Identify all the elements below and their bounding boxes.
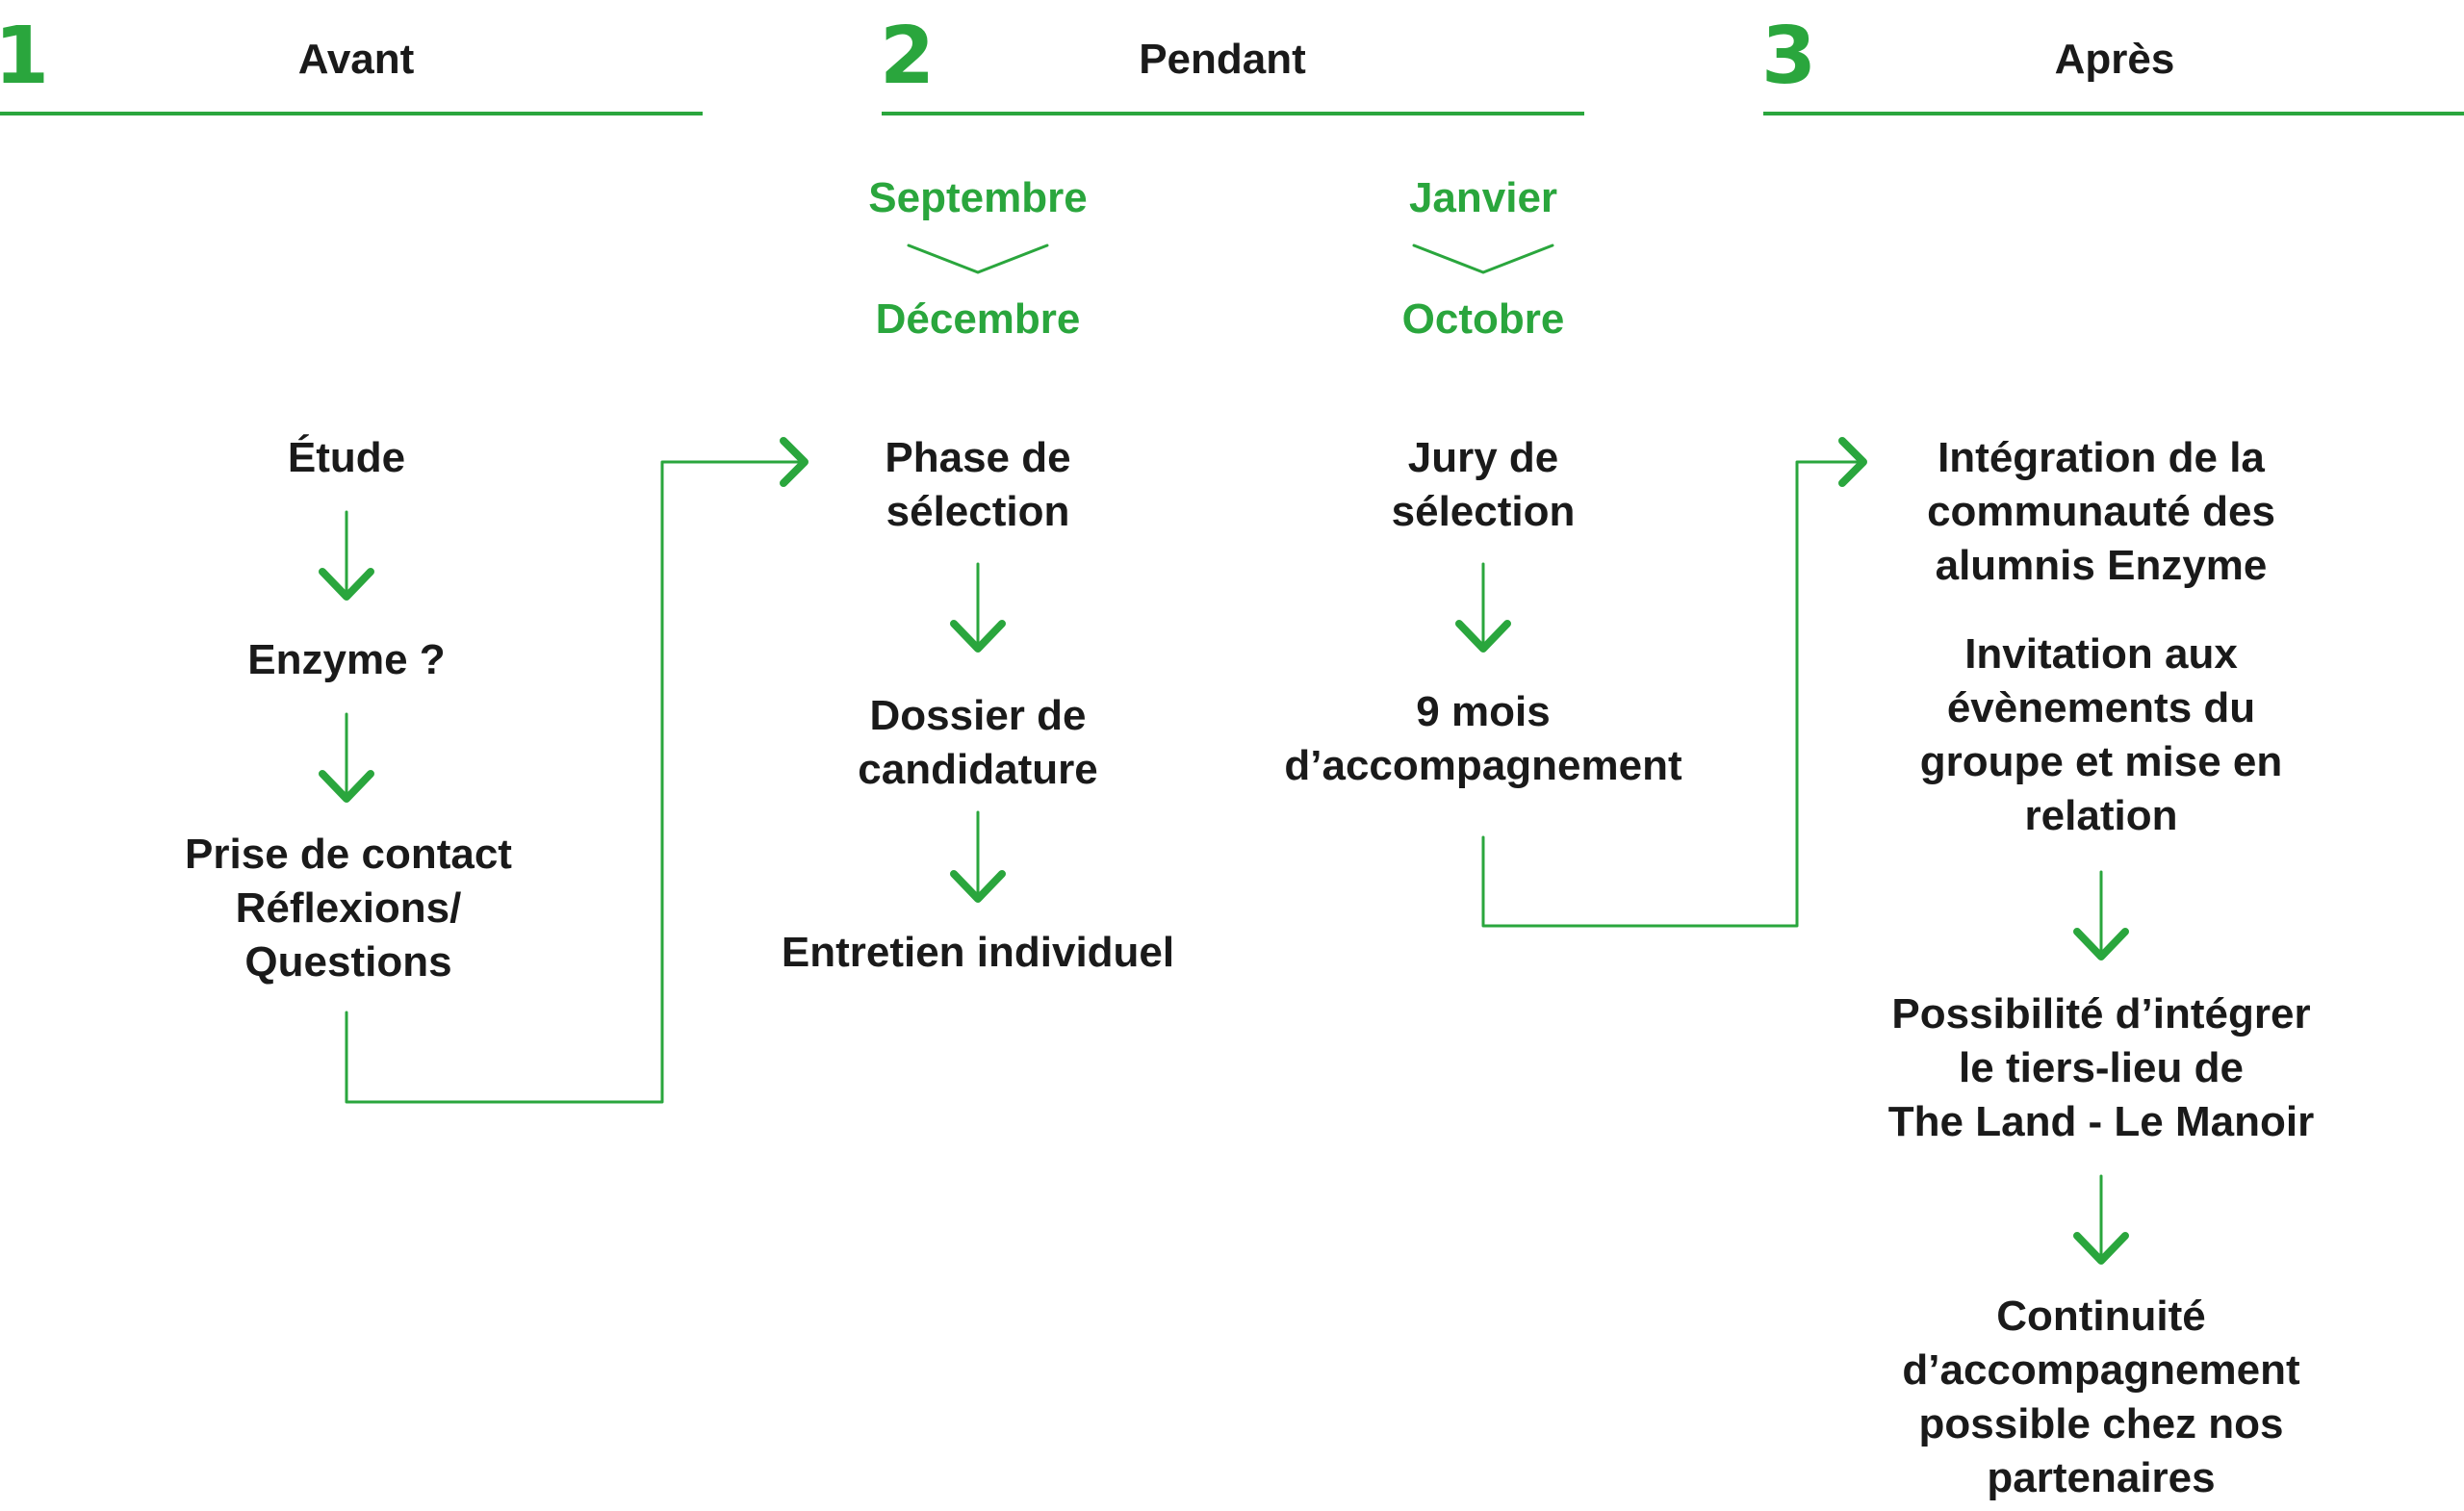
period-1-end: Décembre [875, 295, 1081, 343]
pendant-to-apres-arrowhead [1838, 437, 1867, 487]
period-1-chevron [907, 243, 1049, 274]
phase-2-divider [882, 112, 1584, 115]
phase-1-title: Avant [297, 36, 415, 83]
apres-step-continuite: Continuité d’accompagnement possible che… [1902, 1293, 2300, 1501]
phase-2-number: 2 [880, 11, 936, 102]
pendant-step-dossier: Dossier de candidature [858, 692, 1098, 793]
avant-to-pendant-connector [345, 460, 801, 1104]
period-2-end: Octobre [1401, 295, 1565, 343]
avant-step-enzyme: Enzyme ? [247, 636, 446, 683]
phase-3-divider [1763, 112, 2464, 115]
apres-step-invitation: Invitation aux évènements du groupe et m… [1919, 630, 2283, 839]
apres-step-tiers-lieu: Possibilité d’intégrer le tiers-lieu de … [1887, 990, 2315, 1145]
avant-step-contact: Prise de contact Réflexions/ Questions [185, 831, 512, 986]
phase-1-number: 1 [0, 11, 50, 102]
apres-step-integration: Intégration de la communauté des alumnis… [1927, 434, 2275, 589]
phase-2-title: Pendant [1139, 36, 1306, 83]
period-2-start: Janvier [1408, 174, 1558, 221]
phase-3-title: Après [2054, 36, 2175, 83]
pendant-step-jury: Jury de sélection [1391, 434, 1576, 535]
pendant-step-entretien: Entretien individuel [781, 929, 1175, 976]
phase-1-divider [0, 112, 703, 115]
pendant-to-apres-connector [1481, 460, 1860, 928]
avant-step-etude: Étude [287, 434, 406, 481]
phase-3-number: 3 [1761, 11, 1817, 102]
period-2-chevron [1412, 243, 1554, 274]
period-1-start: Septembre [868, 174, 1088, 221]
avant-to-pendant-arrowhead [780, 437, 808, 487]
pendant-step-accompagnement: 9 mois d’accompagnement [1284, 688, 1682, 789]
pendant-step-phase-selection: Phase de sélection [885, 434, 1071, 535]
